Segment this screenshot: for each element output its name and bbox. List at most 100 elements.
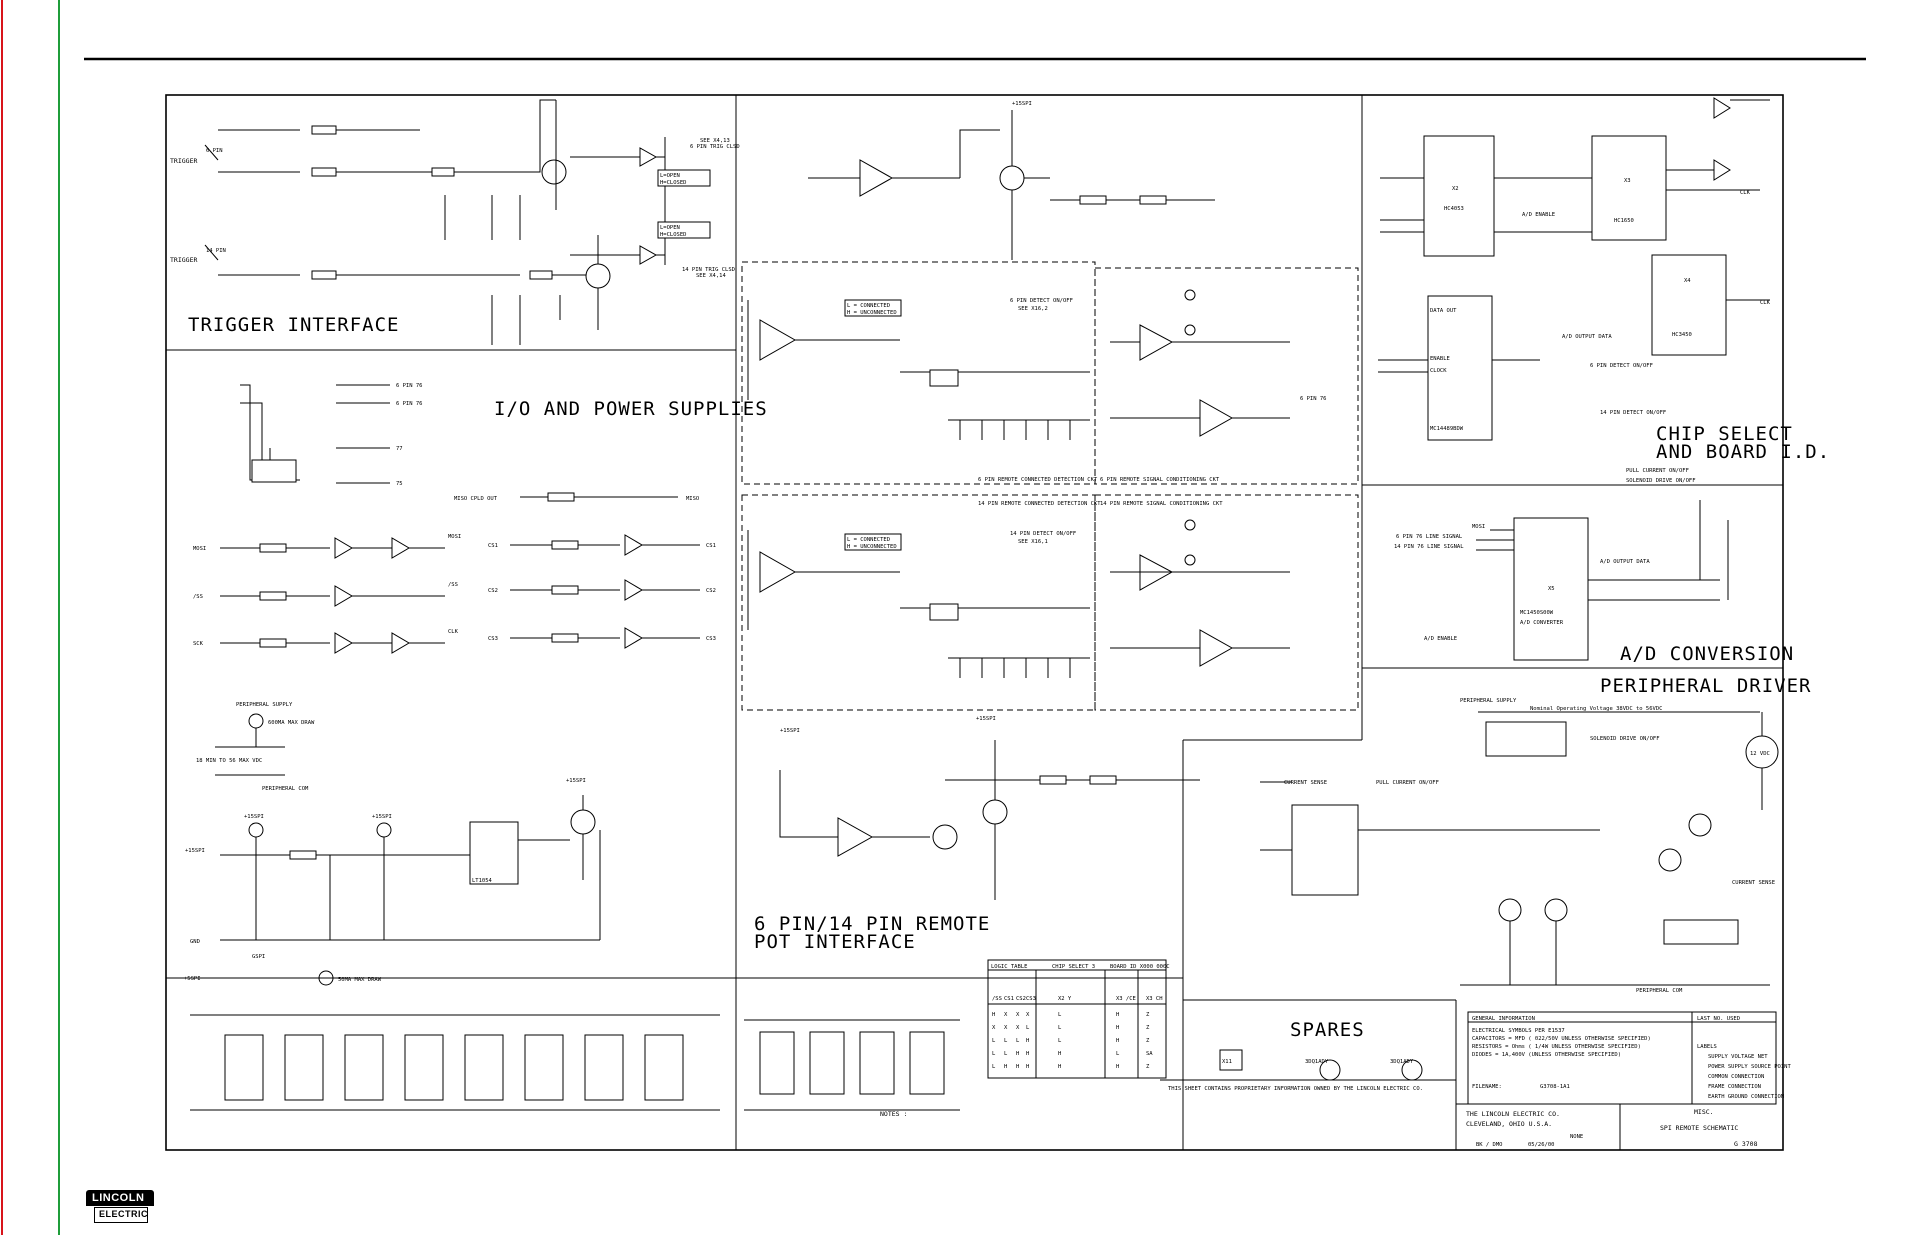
ad-chip: MC1450S00W (1520, 610, 1554, 616)
signal-cond-6: 6 PIN REMOTE SIGNAL CONDITIONING CKT (1100, 477, 1220, 483)
hc3450: HC3450 (1672, 332, 1692, 338)
current-sense-2: CURRENT SENSE (1732, 880, 1775, 886)
logic-table-cell: H (1116, 1012, 1119, 1018)
remote-detect-14: 14 PIN REMOTE CONNECTED DETECTION CKT (978, 501, 1101, 507)
logic-table-cell: L (992, 1038, 996, 1044)
legend-item: FRAME CONNECTION (1708, 1084, 1761, 1090)
connected-note-2: L = CONNECTED (847, 537, 890, 543)
p15-c: +15SPI (185, 848, 205, 854)
six-pin-label: 6 PIN (206, 148, 223, 154)
logic-table-cell: L (1058, 1012, 1062, 1018)
lincoln-electric-logo: LINCOLN ELECTRIC (86, 1190, 154, 1224)
dashed-box-6pin-signal (1094, 267, 1359, 485)
ad-converter: A/D CONVERTER (1520, 620, 1564, 626)
clk-right: CLK (448, 629, 459, 635)
logic-table-cell: H (1004, 1064, 1007, 1070)
logic-table-board: BOARD ID X000 000C (1110, 964, 1170, 970)
logic-table-cell: Z (1146, 1038, 1150, 1044)
x2-name: X2 (1452, 186, 1459, 192)
dashed-box-14pin-signal (1094, 494, 1359, 711)
cs1-left: CS1 (488, 543, 498, 549)
h-closed-note-2: H=CLOSED (660, 232, 687, 238)
ad-title: A/D CONVERSION (1620, 643, 1794, 665)
chip-title-2: AND BOARD I.D. (1656, 441, 1830, 463)
dashed-box-14pin-detect (741, 494, 1096, 711)
logic-table-cell: H (1116, 1038, 1119, 1044)
general-info: GENERAL INFORMATION (1472, 1016, 1535, 1022)
periph-title: PERIPHERAL DRIVER (1600, 675, 1811, 697)
pot-title-2: POT INTERFACE (754, 931, 916, 953)
mosi-ad: MOSI (1472, 524, 1485, 530)
trigger-label-2: TRIGGER (170, 256, 197, 264)
spares-title: SPARES (1290, 1019, 1365, 1041)
l-open-note-2: L=OPEN (660, 225, 680, 231)
p15-b: +15SPI (372, 814, 392, 820)
hc1650: HC1650 (1614, 218, 1634, 224)
filename-label: FILENAME: (1472, 1084, 1502, 1090)
logic-table: LOGIC TABLE CHIP SELECT 3 BOARD ID X000 … (987, 959, 1170, 1079)
legend-item: POWER SUPPLY SOURCE POINT (1708, 1064, 1791, 1070)
trigger-interface-title: TRIGGER INTERFACE (188, 314, 399, 336)
logic-table-cell: H (1016, 1064, 1019, 1070)
a-d-output-chip: A/D OUTPUT DATA (1562, 334, 1612, 340)
drawing-subject: SPI REMOTE SCHEMATIC (1660, 1124, 1738, 1132)
miso-cpld-out: MISO CPLD OUT (454, 496, 498, 502)
clk-chip-1: CLK (1740, 190, 1751, 196)
p15-pot-2: +15SPI (780, 728, 800, 734)
x11-spare: X11 (1222, 1059, 1232, 1065)
ss-right: /SS (448, 582, 458, 588)
mosi-left: MOSI (193, 546, 206, 552)
ad-conversion-circuit: X5 MC1450S00W A/D CONVERTER MOSI 6 PIN 7… (1394, 500, 1794, 665)
peripheral-supply-left: PERIPHERAL SUPPLY (236, 702, 293, 708)
company-name: THE LINCOLN ELECTRIC CO. (1466, 1110, 1560, 1118)
a-d-enable-chip: A/D ENABLE (1522, 212, 1555, 218)
logic-table-cell: L (992, 1064, 996, 1070)
pull-current-chip: PULL CURRENT ON/OFF (1626, 468, 1689, 474)
logic-table-cell: SA (1146, 1051, 1153, 1057)
proprietary-note: THIS SHEET CONTAINS PROPRIETARY INFORMAT… (1168, 1086, 1423, 1092)
logic-table-header: X2 Y (1058, 996, 1072, 1002)
connected-note: L = CONNECTED (847, 303, 890, 309)
p15-pot: +15SPI (1012, 101, 1032, 107)
vac-range: 18 MIN TO 56 MAX VDC (196, 758, 262, 764)
spare-part-2: 3DQ1ADY (1390, 1059, 1414, 1065)
fourteen-pin-label: 14 PIN (206, 248, 226, 254)
cs3-right: CS3 (706, 636, 716, 642)
date-value: 05/26/00 (1528, 1142, 1555, 1148)
see-x413: SEE X4,13 (700, 138, 730, 144)
logo-bottom-bar (94, 1207, 148, 1223)
cs3-left: CS3 (488, 636, 498, 642)
gnd-label: GND (190, 939, 200, 945)
logic-table-cell: L (992, 1051, 996, 1057)
logic-table-cell: X (1016, 1012, 1020, 1018)
logic-table-cell: H (1016, 1051, 1019, 1057)
unconnected-note-2: H = UNCONNECTED (847, 544, 897, 550)
fourteen-pin-detect-chip: 14 PIN DETECT ON/OFF (1600, 410, 1666, 416)
electrical-symbols: ELECTRICAL SYMBOLS PER E1537 (1472, 1028, 1565, 1034)
gspi-a: GSPI (252, 954, 265, 960)
last-no-used: LAST NO. USED (1697, 1016, 1740, 1022)
p15-d: +15SPI (566, 778, 586, 784)
sheet-border (165, 94, 1784, 1151)
draw-600: 600MA MAX DRAW (268, 720, 315, 726)
a-d-enable-ad: A/D ENABLE (1424, 636, 1457, 642)
label-77: 77 (396, 446, 403, 452)
logic-table-cell: X (1004, 1025, 1008, 1031)
logic-table-cell: L (1004, 1038, 1008, 1044)
cs2-right: CS2 (706, 588, 716, 594)
enable-label: ENABLE (1430, 356, 1450, 362)
spares-circuit: SPARES X11 3DQ1ADY 3DQ1ADY (1219, 1019, 1423, 1081)
six-pin-76-a: 6 PIN 76 (396, 383, 423, 389)
notes-heading: NOTES : (880, 1110, 907, 1118)
six-pin-76-b: 6 PIN 76 (396, 401, 423, 407)
logic-table-cell: L (1116, 1051, 1120, 1057)
hc4053: HC4053 (1444, 206, 1464, 212)
clock-label: CLOCK (1430, 368, 1447, 374)
io-power-circuit: 6 PIN 76 6 PIN 76 77 75 I/O AND POWER SU… (184, 383, 767, 1111)
miso-label: MISO (686, 496, 699, 502)
fourteen-pin-line-signal: 14 PIN 76 LINE SIGNAL (1394, 544, 1464, 550)
drawn-value: BK / DMO (1476, 1142, 1503, 1148)
pull-current: PULL CURRENT ON/OFF (1376, 780, 1439, 786)
peripheral-supply-right: PERIPHERAL SUPPLY (1460, 698, 1517, 704)
